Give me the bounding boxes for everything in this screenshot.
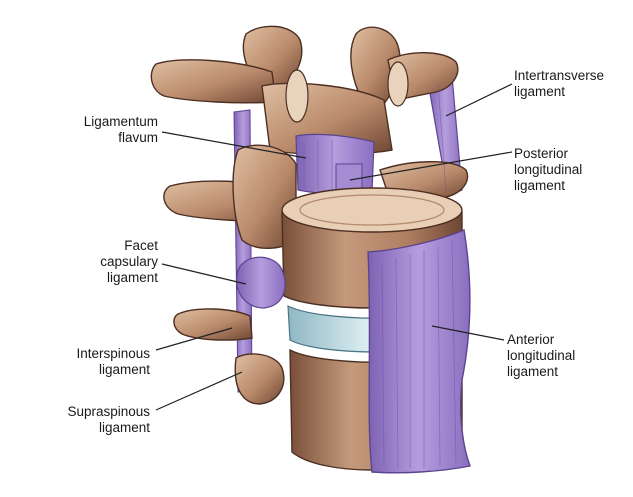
label-interspinous-ligament: Interspinous ligament: [76, 346, 150, 377]
vertebral-endplate-ring: [299, 194, 445, 226]
leader-posterior-longitudinal: [349, 151, 513, 181]
lower-spinous-process: [234, 353, 285, 405]
leader-anterior-longitudinal: [431, 325, 505, 341]
leader-supraspinous: [155, 371, 243, 411]
label-intertransverse-ligament: Intertransverse ligament: [514, 68, 605, 99]
vertebral-endplate-top: [281, 187, 463, 233]
leader-ligamentum-flavum: [161, 131, 307, 159]
upper-facet-surface-left: [285, 69, 309, 123]
label-anterior-longitudinal-ligament: Anterior longitudinal ligament: [507, 332, 576, 379]
ligament-fiber-hatching: [303, 83, 457, 469]
leader-interspinous: [155, 327, 233, 351]
label-supraspinous-ligament: Supraspinous ligament: [67, 404, 150, 435]
label-posterior-longitudinal-ligament: Posterior longitudinal ligament: [514, 146, 583, 193]
upper-left-transverse-process: [150, 59, 277, 104]
lower-left-transverse-process: [173, 308, 253, 341]
label-facet-capsulary-ligament: Facet capsulary ligament: [100, 238, 158, 285]
leader-lines: [155, 83, 513, 411]
upper-facet-surface-right: [387, 61, 409, 107]
label-ligamentum-flavum: Ligamentum flavum: [83, 114, 158, 145]
middle-pedicle: [232, 144, 297, 249]
anterior-longitudinal-ligament-shape: [367, 229, 471, 474]
leader-facet-capsulary: [161, 263, 247, 285]
leader-intertransverse: [445, 83, 513, 117]
facet-capsulary-ligament-shape: [236, 256, 286, 309]
